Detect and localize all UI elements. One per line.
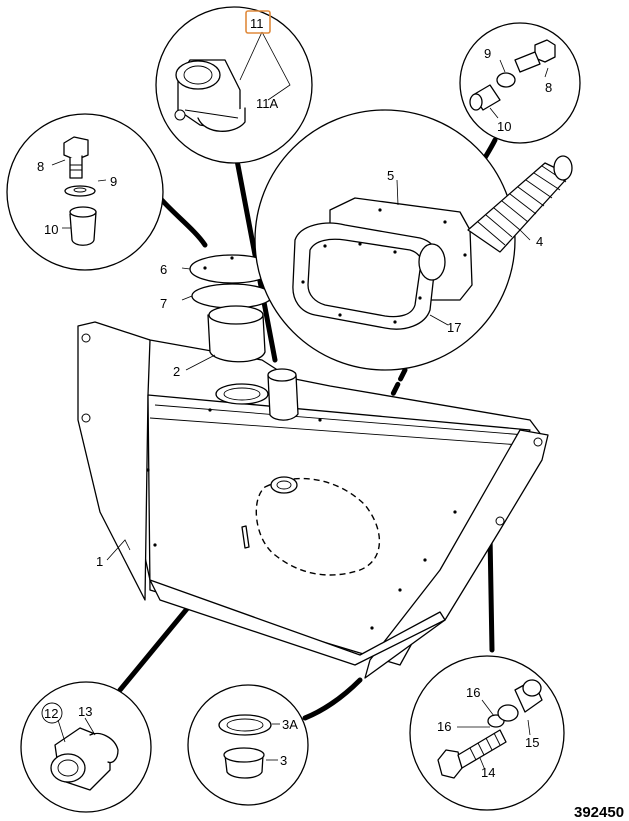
detail-circle-plug-3: [187, 684, 309, 806]
label-part-3a: 3A: [282, 717, 298, 732]
detail-circle-inspection-plate: [254, 109, 573, 371]
label-part-9-right: 9: [484, 46, 491, 61]
label-part-10-left: 10: [44, 222, 58, 237]
label-part-6: 6: [160, 262, 167, 277]
inspection-plate-outline: [255, 477, 381, 576]
label-part-3: 3: [280, 753, 287, 768]
label-part-9-left: 9: [110, 174, 117, 189]
tank-rivets: [146, 408, 457, 630]
gasket-holes: [301, 208, 467, 324]
label-part-15: 15: [525, 735, 539, 750]
drawing-reference-number: 392450: [574, 804, 624, 821]
label-part-16-left: 16: [437, 719, 451, 734]
fuel-tank-body: [77, 321, 549, 679]
strainer-ribs: [477, 165, 567, 246]
label-part-8-right: 8: [545, 80, 552, 95]
label-part-11: 11: [250, 16, 264, 31]
label-part-4: 4: [536, 234, 543, 249]
label-part-14: 14: [481, 765, 495, 780]
detail-circle-bolt-right: [459, 22, 581, 144]
part-labels: 11 11A 9 8 10 8 9 10 5 4 17 6 7 2 1 12 1…: [37, 16, 552, 780]
label-part-12-circle: [41, 702, 63, 724]
filler-tube-assembly: [185, 254, 275, 371]
detail-circle-drain-plug: [20, 681, 152, 813]
detail-circle-filler-cap: [155, 6, 313, 164]
label-part-16-top: 16: [466, 685, 480, 700]
detail-circle-bolt-left: [6, 113, 164, 271]
label-part-2: 2: [173, 364, 180, 379]
bolt-threads: [469, 732, 501, 761]
highlight-box-part-11: [245, 10, 271, 34]
label-part-8-left: 8: [37, 159, 44, 174]
label-part-13: 13: [78, 704, 92, 719]
label-part-5: 5: [387, 168, 394, 183]
label-part-11a: 11A: [256, 96, 278, 111]
detail-circle-bolt-bottom-right: [409, 655, 565, 811]
label-part-10-right: 10: [497, 119, 511, 134]
label-part-17: 17: [447, 320, 461, 335]
label-part-7: 7: [160, 296, 167, 311]
label-part-12: 12: [44, 706, 58, 721]
leader-lines: [106, 267, 193, 561]
label-part-1: 1: [96, 554, 103, 569]
